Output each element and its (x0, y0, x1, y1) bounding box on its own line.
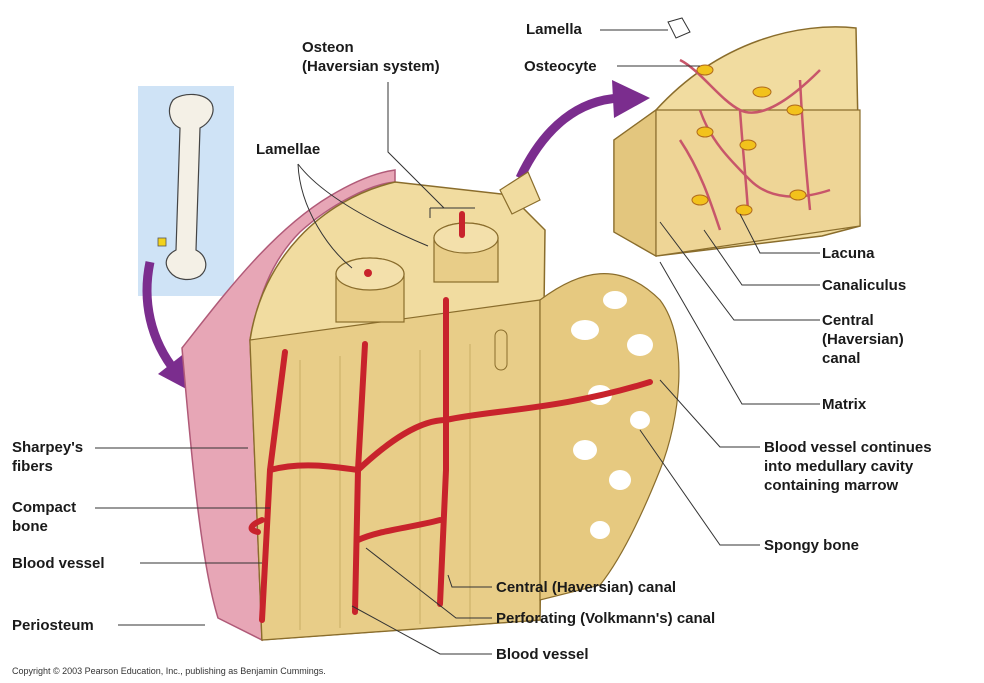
label-central-canal-bottom: Central (Haversian) canal (496, 578, 676, 597)
arrow-to-magnified (520, 98, 620, 178)
magnified-osteon-block (614, 27, 860, 256)
label-blood-vessel-left: Blood vessel (12, 554, 105, 573)
label-perforating-canal: Perforating (Volkmann's) canal (496, 609, 715, 628)
label-lamella: Lamella (526, 20, 582, 39)
label-lacuna: Lacuna (822, 244, 875, 263)
label-canaliculus: Canaliculus (822, 276, 906, 295)
label-lamellae: Lamellae (256, 140, 320, 159)
arrow-head-right (612, 80, 650, 118)
compact-bone-block (250, 172, 545, 640)
label-sharpeys-fibers: Sharpey's fibers (12, 438, 83, 476)
label-periosteum: Periosteum (12, 616, 94, 635)
label-compact-bone: Compact bone (12, 498, 76, 536)
label-central-canal-right: Central (Haversian) canal (822, 311, 904, 368)
spongy-bone-region (540, 274, 679, 600)
label-blood-vessel-bottom: Blood vessel (496, 645, 589, 664)
label-matrix: Matrix (822, 395, 866, 414)
label-osteocyte: Osteocyte (524, 57, 597, 76)
label-blood-vessel-continues: Blood vessel continues into medullary ca… (764, 438, 932, 495)
copyright-notice: Copyright © 2003 Pearson Education, Inc.… (12, 666, 326, 676)
label-osteon: Osteon (Haversian system) (302, 38, 440, 76)
label-spongy-bone: Spongy bone (764, 536, 859, 555)
